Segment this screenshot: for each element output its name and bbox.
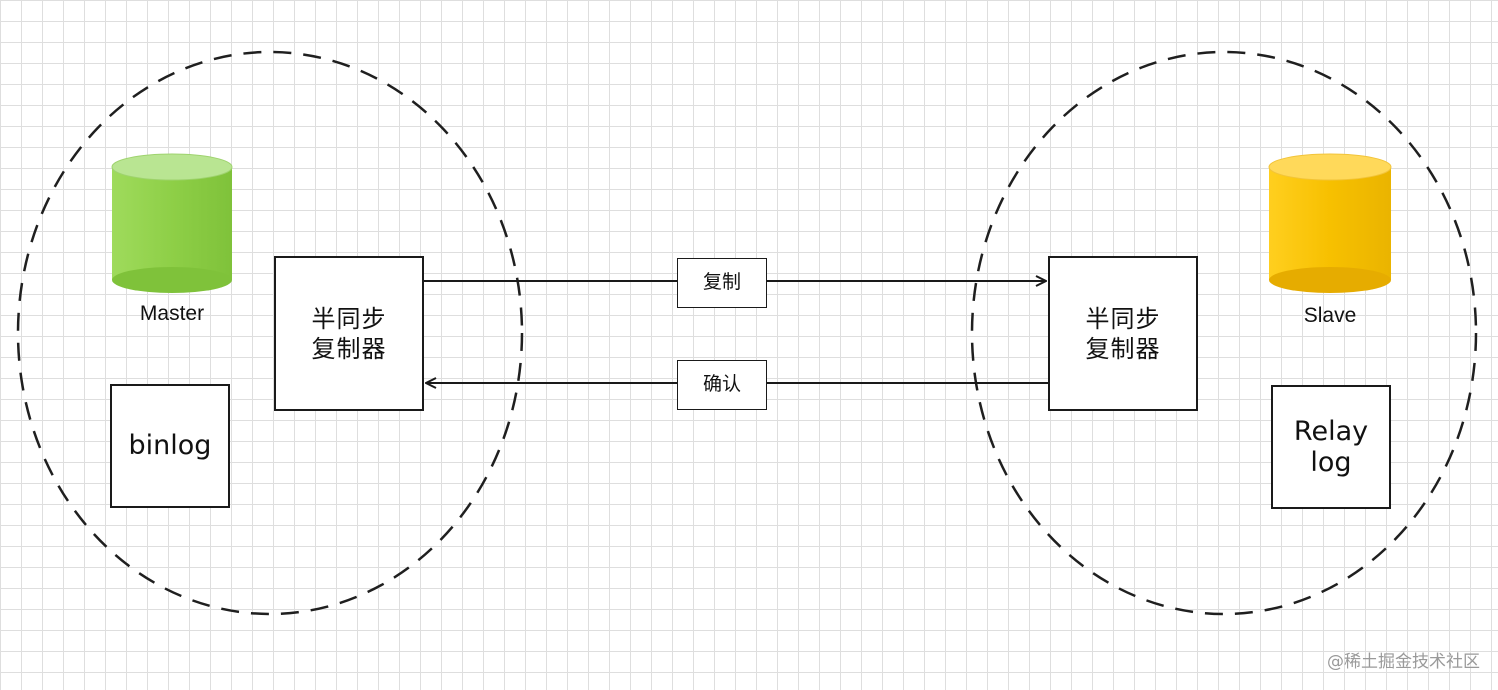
copy-label: 复制 [702, 271, 741, 294]
copy-label-box: 复制 [677, 258, 767, 308]
master-label: Master [139, 302, 205, 325]
slave-replicator-label: 半同步 复制器 [1085, 304, 1161, 363]
slave-label: Slave [1303, 304, 1357, 327]
binlog-box: binlog [110, 384, 230, 508]
master-database-icon [111, 153, 233, 293]
watermark: @稀土掘金技术社区 [1327, 652, 1480, 672]
binlog-label: binlog [128, 430, 212, 462]
ack-label: 确认 [702, 373, 741, 396]
slave-semisync-replicator: 半同步 复制器 [1048, 256, 1198, 411]
relay-log-label: Relay log [1293, 415, 1369, 478]
slave-database-icon [1268, 153, 1392, 293]
master-boundary [16, 50, 524, 616]
master-semisync-replicator: 半同步 复制器 [274, 256, 424, 411]
ack-label-box: 确认 [677, 360, 767, 410]
slave-boundary [970, 50, 1478, 616]
relay-log-box: Relay log [1271, 385, 1391, 509]
master-replicator-label: 半同步 复制器 [311, 304, 387, 363]
